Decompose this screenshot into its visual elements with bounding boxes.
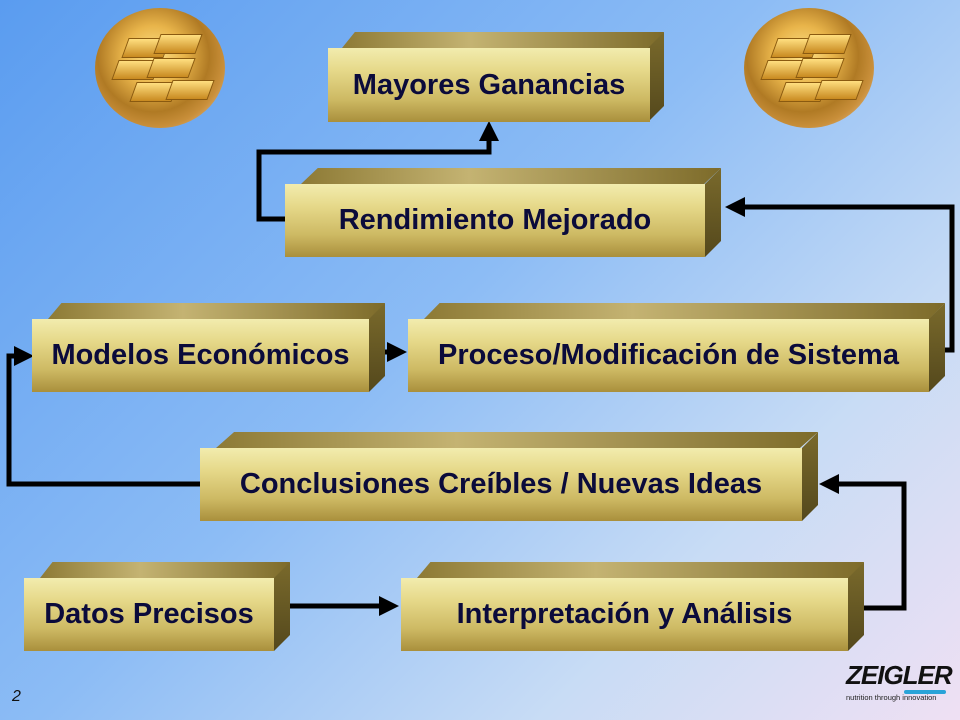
arrow-interpretacion-to-conclusiones xyxy=(819,474,907,611)
page-number: 2 xyxy=(12,688,21,705)
node-label: Mayores Ganancias xyxy=(328,48,650,122)
node-label: Conclusiones Creíbles / Nuevas Ideas xyxy=(200,448,802,521)
node-label: Modelos Económicos xyxy=(32,319,369,392)
node-rendimiento-mejorado: Rendimiento Mejorado xyxy=(285,168,721,257)
gold-bars-image-left xyxy=(95,8,225,128)
arrow-rendimiento-to-mayores xyxy=(256,121,499,222)
logo-tagline: nutrition through innovation xyxy=(846,693,937,702)
node-label: Proceso/Modificación de Sistema xyxy=(408,319,929,392)
logo-swoosh xyxy=(904,690,946,694)
node-label: Rendimiento Mejorado xyxy=(285,184,705,257)
arrow-proceso-to-rendimiento xyxy=(725,197,955,353)
logo-wordmark: ZEIGLER xyxy=(846,660,953,690)
zeigler-logo: ZEIGLER nutrition through innovation xyxy=(846,660,953,718)
gold-bars-image-right xyxy=(744,8,874,128)
node-interpretacion-analisis: Interpretación y Análisis xyxy=(401,562,864,651)
node-label: Interpretación y Análisis xyxy=(401,578,848,651)
node-modelos-economicos: Modelos Económicos xyxy=(32,303,385,392)
node-proceso-modificacion: Proceso/Modificación de Sistema xyxy=(408,303,945,392)
node-datos-precisos: Datos Precisos xyxy=(24,562,290,651)
node-mayores-ganancias: Mayores Ganancias xyxy=(328,32,664,122)
arrow-conclusiones-to-modelos xyxy=(6,346,200,487)
node-conclusiones: Conclusiones Creíbles / Nuevas Ideas xyxy=(200,432,818,521)
node-label: Datos Precisos xyxy=(24,578,274,651)
